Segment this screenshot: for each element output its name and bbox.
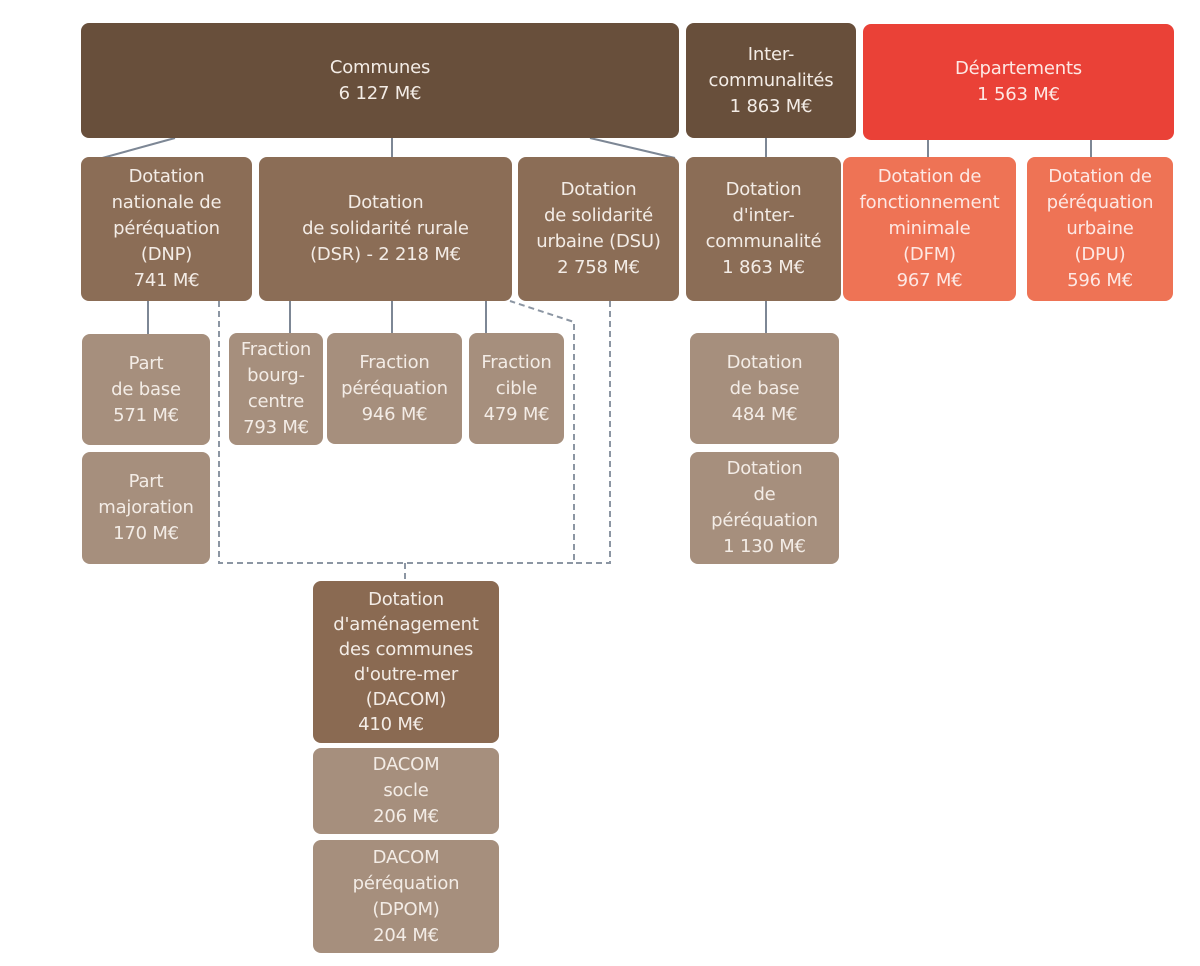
dacom-socle-value: 206 M€ <box>373 806 439 827</box>
dacom-pereq-line-1: DACOM <box>372 846 440 868</box>
dsr-line-3: (DSR) - 2 218 M€ <box>310 244 461 265</box>
dotation-intercommunalite-box: Dotation d'inter- communalité 1 863 M€ <box>686 157 841 301</box>
fraction-pereq-value: 946 M€ <box>361 403 428 425</box>
dpu-line-1: Dotation de <box>1048 166 1152 187</box>
dacom-line-2: d'aménagement <box>333 614 479 635</box>
dpu-line-4: (DPU) <box>1074 244 1126 265</box>
dacom-socle-box: DACOM socle 206 M€ <box>313 748 499 834</box>
dotation-pereq-line-1: Dotation <box>726 458 803 479</box>
dacom-line-4: d'outre-mer <box>353 664 459 685</box>
dotation-interco-line-3: communalité <box>705 231 822 252</box>
dotation-base-line-1: Dotation <box>726 351 803 373</box>
departements-label: Départements <box>955 58 1082 79</box>
fraction-bourg-line-1: Fraction <box>240 339 312 360</box>
dfm-line-2: fonctionnement <box>859 192 1000 213</box>
dnp-box: Dotation nationale de péréquation (DNP) … <box>81 157 252 301</box>
dacom-value: 410 M€ <box>358 714 424 735</box>
fraction-bourg-centre-box: Fraction bourg- centre 793 M€ <box>229 333 323 445</box>
dsr-box: Dotation de solidarité rurale (DSR) - 2 … <box>259 157 512 301</box>
dfm-box: Dotation de fonctionnement minimale (DFM… <box>843 157 1016 301</box>
communes-box: Communes 6 127 M€ <box>81 23 679 138</box>
part-de-base-box: Part de base 571 M€ <box>82 334 210 445</box>
dacom-pereq-value: 204 M€ <box>373 924 439 946</box>
dotation-de-perequation-box: Dotation de péréquation 1 130 M€ <box>690 452 839 564</box>
dfm-line-3: minimale <box>888 218 971 239</box>
dsr-line-1: Dotation <box>347 192 424 213</box>
dotation-pereq-line-2: de <box>753 484 776 505</box>
dsr-line-2: de solidarité rurale <box>302 218 469 239</box>
fraction-bourg-line-3: centre <box>247 391 305 412</box>
intercommunalites-value: 1 863 M€ <box>729 95 813 117</box>
dpu-value: 596 M€ <box>1067 270 1133 291</box>
dacom-line-1: Dotation <box>368 589 444 610</box>
dotation-pereq-line-3: péréquation <box>711 510 818 531</box>
dnp-line-3: péréquation <box>113 218 220 239</box>
part-base-value: 571 M€ <box>113 404 179 426</box>
connector-communes-dsu <box>589 137 676 159</box>
dacom-box: Dotation d'aménagement des communes d'ou… <box>313 581 499 743</box>
dfm-line-4: (DFM) <box>903 244 956 265</box>
intercommunalites-box: Inter- communalités 1 863 M€ <box>686 23 856 138</box>
dacom-line-5: (DACOM) <box>365 689 447 710</box>
fraction-pereq-line-2: péréquation <box>341 377 448 399</box>
dsu-box: Dotation de solidarité urbaine (DSU) 2 7… <box>518 157 679 301</box>
fraction-cible-box: Fraction cible 479 M€ <box>469 333 564 444</box>
dsu-line-1: Dotation <box>560 179 637 200</box>
dnp-line-1: Dotation <box>128 166 205 187</box>
dotation-base-line-2: de base <box>729 377 800 399</box>
fraction-cible-value: 479 M€ <box>483 403 550 425</box>
intercommunalites-label-2: communalités <box>708 69 834 91</box>
dacom-dashed-outline-dsu <box>574 301 611 564</box>
part-majoration-value: 170 M€ <box>113 523 179 544</box>
fraction-cible-line-1: Fraction <box>481 351 552 373</box>
part-majoration-line-2: majoration <box>98 497 194 518</box>
dfm-value: 967 M€ <box>896 270 963 291</box>
part-majoration-line-1: Part <box>128 471 164 492</box>
fraction-cible-line-2: cible <box>495 377 538 399</box>
dnp-line-4: (DNP) <box>140 244 193 265</box>
communes-value: 6 127 M€ <box>338 82 422 104</box>
dotation-interco-line-2: d'inter- <box>732 205 795 226</box>
dsu-line-3: urbaine (DSU) <box>536 231 661 252</box>
dacom-socle-line-2: socle <box>383 780 429 801</box>
dotation-pereq-value: 1 130 M€ <box>723 536 806 557</box>
dnp-value: 741 M€ <box>133 270 200 291</box>
dfm-line-1: Dotation de <box>877 166 982 187</box>
dpu-box: Dotation de péréquation urbaine (DPU) 59… <box>1027 157 1173 301</box>
fraction-perequation-box: Fraction péréquation 946 M€ <box>327 333 462 444</box>
dotation-base-value: 484 M€ <box>731 403 798 425</box>
part-base-line-2: de base <box>111 378 181 400</box>
dotation-de-base-box: Dotation de base 484 M€ <box>690 333 839 444</box>
dacom-line-3: des communes <box>338 639 474 660</box>
dpu-line-3: urbaine <box>1066 218 1134 239</box>
intercommunalites-label-1: Inter- <box>747 43 795 65</box>
dsu-line-2: de solidarité <box>543 205 653 226</box>
dpu-line-2: péréquation <box>1046 192 1154 213</box>
fraction-pereq-line-1: Fraction <box>359 351 430 373</box>
dotation-interco-value: 1 863 M€ <box>722 257 805 278</box>
fraction-bourg-line-2: bourg- <box>247 365 305 386</box>
part-base-line-1: Part <box>128 352 164 374</box>
dacom-pereq-line-3: (DPOM) <box>372 898 440 920</box>
part-majoration-box: Part majoration 170 M€ <box>82 452 210 564</box>
departements-box: Départements 1 563 M€ <box>863 24 1174 140</box>
dacom-perequation-box: DACOM péréquation (DPOM) 204 M€ <box>313 840 499 953</box>
dacom-pereq-line-2: péréquation <box>352 872 460 894</box>
departements-value: 1 563 M€ <box>977 84 1060 105</box>
communes-label: Communes <box>329 56 431 78</box>
dnp-line-2: nationale de <box>111 192 222 213</box>
dotation-interco-line-1: Dotation <box>725 179 802 200</box>
dsu-value: 2 758 M€ <box>557 257 640 278</box>
fraction-bourg-value: 793 M€ <box>243 417 309 438</box>
dacom-socle-line-1: DACOM <box>372 754 440 775</box>
